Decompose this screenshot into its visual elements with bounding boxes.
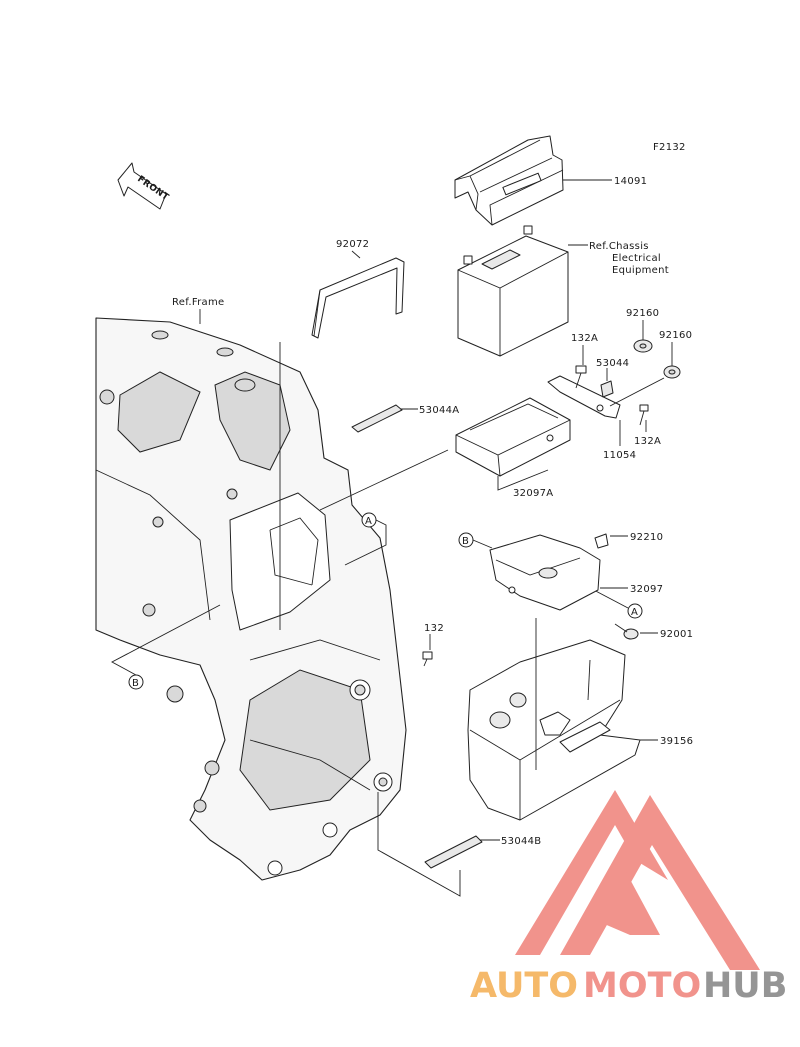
callout-b-right: B (458, 532, 493, 549)
battery-part (457, 225, 569, 357)
part-number-39156: 39156 (660, 736, 693, 747)
figure-id: F2132 (653, 142, 686, 153)
rubber-strip-53044b-part (424, 835, 483, 869)
svg-text:A: A (365, 516, 372, 527)
bolt-132a-bottom-part (639, 404, 649, 426)
battery-cover-part (454, 135, 564, 226)
part-number-92210: 92210 (630, 532, 663, 543)
part-number-92001: 92001 (660, 629, 693, 640)
automotohub-logo: AUTO MOTO HUB (470, 790, 787, 1006)
battery-case-cover-39156-part (467, 639, 641, 821)
part-number-11054: 11054 (603, 450, 636, 461)
part-number-53044a: 53044A (419, 405, 459, 416)
battery-strap-part (311, 257, 405, 339)
bracket-32097-part (489, 533, 609, 611)
part-number-32097: 32097 (630, 584, 663, 595)
clip-53044-part (600, 380, 614, 398)
part-number-14091: 14091 (614, 176, 647, 187)
logo-word-hub: HUB (703, 966, 787, 1006)
rubber-strip-53044a-part (351, 404, 403, 433)
ref-chassis-label: Ref.Chassis (589, 241, 649, 252)
part-number-53044b: 53044B (501, 836, 541, 847)
ref-equipment-label: Equipment (612, 265, 669, 276)
motorcycle-frame-part (95, 317, 407, 881)
svg-text:A: A (631, 607, 638, 618)
part-number-92160-b: 92160 (659, 330, 692, 341)
callout-a-lower: A (589, 587, 643, 619)
part-number-132: 132 (424, 623, 444, 634)
svg-text:B: B (132, 678, 139, 689)
part-number-32097a: 32097A (513, 488, 553, 499)
bolt-92001-part (614, 623, 639, 640)
battery-case-32097a-part (455, 375, 621, 477)
callout-a-upper: A (344, 512, 387, 566)
bolt-132a-top-part (575, 365, 587, 389)
part-number-92160-a: 92160 (626, 308, 659, 319)
ref-electrical-label: Electrical (612, 253, 661, 264)
front-arrow-icon: FRONT (117, 162, 171, 210)
logo-word-auto: AUTO (470, 966, 578, 1006)
svg-text:B: B (462, 536, 469, 547)
callout-b-left: B (111, 604, 221, 690)
part-number-53044: 53044 (596, 358, 629, 369)
part-number-92072: 92072 (336, 239, 369, 250)
part-number-132a-bottom: 132A (634, 436, 661, 447)
ref-frame-label: Ref.Frame (172, 297, 224, 308)
part-number-132a-top: 132A (571, 333, 598, 344)
logo-word-moto: MOTO (583, 966, 701, 1006)
bolt-132-part (422, 651, 433, 667)
